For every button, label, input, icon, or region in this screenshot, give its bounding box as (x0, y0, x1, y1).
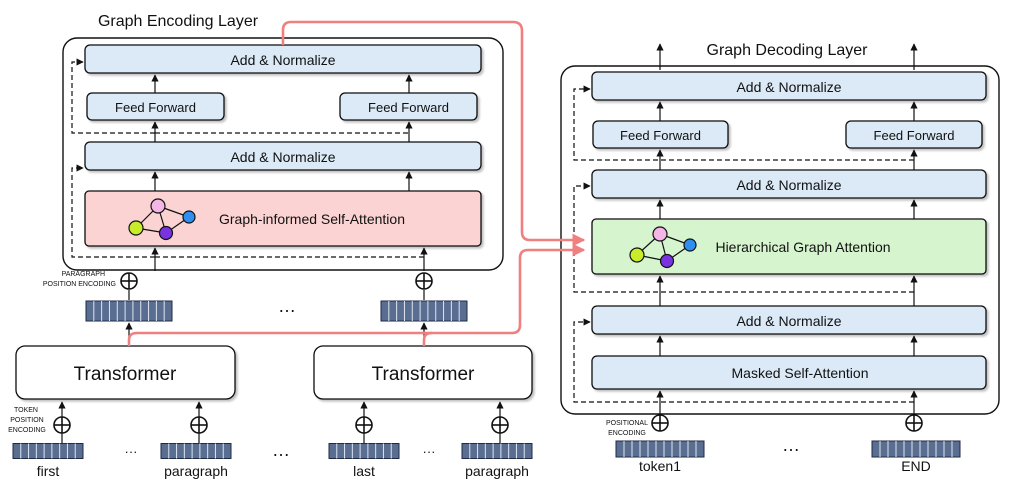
plus-circle-icon (651, 414, 669, 432)
encoder-title: Graph Encoding Layer (98, 13, 259, 30)
token-vector-icon (85, 300, 173, 322)
token-plus-circles (53, 401, 509, 443)
token-vector-icon (461, 443, 533, 459)
transformer-left-label: Transformer (74, 364, 177, 385)
plus-circle-icon (53, 416, 71, 434)
token-position-encoding-line3: ENCODING (8, 427, 46, 434)
token-vector-icon (615, 440, 705, 458)
vector-arrows (125, 290, 428, 347)
decoder-ellipsis: … (782, 435, 800, 455)
graph-informed-self-attention (84, 190, 482, 247)
decoder-feed-forward-left-label: Feed Forward (620, 128, 701, 143)
masked-self-attention (591, 355, 987, 390)
paragraph-ellipsis: … (278, 296, 296, 316)
positional-encoding: POSITIONAL ENCODING (606, 414, 923, 437)
encoder-output-connector (281, 20, 586, 247)
transformer-left-output-connector (127, 243, 586, 346)
encoder-add-norm-bottom-label: Add & Normalize (230, 149, 335, 165)
decoder-feed-forward-right-label: Feed Forward (874, 128, 955, 143)
transformer-right-label: Transformer (372, 364, 475, 385)
token-vector-icon (380, 300, 468, 322)
graph-decoding-layer: Graph Decoding Layer Add & Normalize Fee… (560, 42, 1000, 415)
decoder-input-end: END (901, 458, 931, 474)
plus-circle-icon (355, 416, 373, 434)
paragraph-position-encoding: PARAGRAPH POSITION ENCODING (43, 271, 433, 290)
encoder-feed-forward-left-label: Feed Forward (115, 100, 196, 115)
positional-encoding-line2: ENCODING (608, 430, 646, 437)
token-vector-icon (328, 443, 400, 459)
plus-circle-icon (905, 414, 923, 432)
plus-circle-icon (415, 272, 433, 290)
encoder-feed-forward-right-label: Feed Forward (368, 100, 449, 115)
transformer-right: Transformer (313, 345, 533, 400)
token-position-encoding-line1: TOKEN (14, 407, 38, 414)
masked-self-attention-label: Masked Self-Attention (732, 365, 869, 381)
input-label-first: first (37, 463, 60, 479)
encoder-add-norm-top-label: Add & Normalize (230, 52, 335, 68)
encoder-residual-connections (71, 58, 424, 258)
decoder-add-norm-middle (591, 169, 987, 199)
plus-circle-icon (491, 416, 509, 434)
hierarchical-graph-attention-label: Hierarchical Graph Attention (715, 239, 890, 255)
paragraph-position-encoding-line2: POSITION ENCODING (43, 281, 116, 288)
token-position-encoding: TOKEN POSITION ENCODING (8, 407, 46, 434)
positional-encoding-line1: POSITIONAL (606, 420, 648, 427)
paragraph-vectors (85, 300, 468, 322)
decoder-add-norm-top (591, 71, 987, 101)
decoder-add-norm-bottom (591, 305, 987, 335)
token-vectors (12, 443, 533, 459)
transformer-right-output-connector (422, 331, 433, 346)
decoder-token-vectors (615, 440, 961, 458)
transformer-left: Transformer (15, 345, 236, 400)
token-ellipsis-2: ··· (423, 444, 436, 459)
encoder-arrows (151, 74, 428, 271)
encoder-add-norm-bottom (84, 141, 482, 171)
input-label-last: last (353, 463, 375, 479)
decoder-title: Graph Decoding Layer (707, 42, 869, 59)
graph-icon (128, 198, 196, 241)
graph-icon (629, 226, 697, 269)
token-vector-icon (871, 440, 961, 458)
hierarchical-graph-attention (591, 218, 987, 275)
graph-informed-self-attention-label: Graph-informed Self-Attention (219, 211, 405, 227)
paragraph-position-encoding-line1: PARAGRAPH (62, 271, 105, 278)
token-vector-icon (160, 443, 232, 459)
decoder-add-norm-bottom-label: Add & Normalize (736, 313, 841, 329)
input-label-paragraph-2: paragraph (465, 463, 529, 479)
token-ellipsis-1: ··· (125, 444, 138, 459)
decoder-input-token1: token1 (639, 458, 681, 474)
encoder-to-decoder-connectors (127, 20, 586, 346)
token-position-encoding-line2: POSITION (10, 417, 43, 424)
decoder-arrows (656, 43, 918, 414)
token-vector-icon (12, 443, 84, 459)
token-ellipsis-middle: … (272, 440, 290, 460)
decoder-add-norm-middle-label: Add & Normalize (736, 177, 841, 193)
plus-circle-icon (120, 272, 138, 290)
decoder-add-norm-top-label: Add & Normalize (736, 79, 841, 95)
input-label-paragraph-1: paragraph (164, 463, 228, 479)
graph-encoding-layer: Graph Encoding Layer Add & Normalize Fee… (62, 13, 504, 271)
plus-circle-icon (190, 416, 208, 434)
